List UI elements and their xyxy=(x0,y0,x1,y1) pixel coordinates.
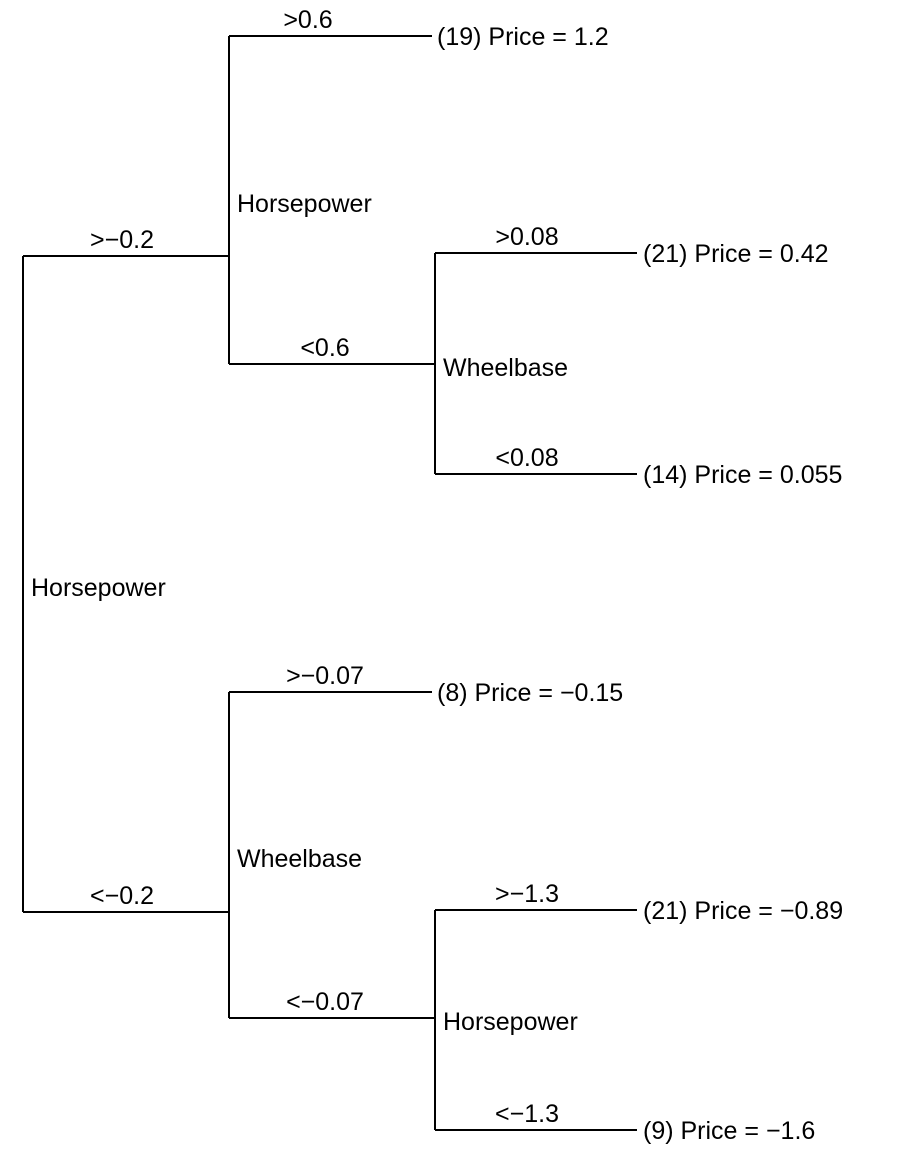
edge-label-l1u-lower: <0.6 xyxy=(300,334,349,362)
node-label-root: Horsepower xyxy=(31,574,166,602)
node-label-l1-lower: Wheelbase xyxy=(237,845,362,873)
leaf-node-label[interactable]: (19) Price = 1.2 xyxy=(437,23,609,51)
edge-label-l2u-upper: >0.08 xyxy=(495,223,558,251)
edge-label-l1l-upper: >−0.07 xyxy=(286,662,364,690)
leaf-node-label[interactable]: (8) Price = −0.15 xyxy=(437,679,623,707)
leaf-node-label[interactable]: (14) Price = 0.055 xyxy=(643,461,842,489)
node-l1-lower-wheelbase[interactable]: Wheelbase >−0.07 <−0.07 xyxy=(228,662,435,1019)
node-label-l1-upper: Horsepower xyxy=(237,190,372,218)
edge-label-l2l-lower: <−1.3 xyxy=(495,1100,559,1128)
leaf-labels-group: (19) Price = 1.2 (21) Price = 0.42 (14) … xyxy=(437,23,843,1145)
node-label-l2-upper: Wheelbase xyxy=(443,354,568,382)
leaf-node-label[interactable]: (9) Price = −1.6 xyxy=(643,1117,815,1145)
edge-label-l2u-lower: <0.08 xyxy=(495,444,558,472)
edge-label-l2l-upper: >−1.3 xyxy=(495,880,559,908)
edge-label-l1u-upper: >0.6 xyxy=(283,6,332,34)
leaf-node-label[interactable]: (21) Price = 0.42 xyxy=(643,240,829,268)
leaf-node-label[interactable]: (21) Price = −0.89 xyxy=(643,897,843,925)
node-root-horsepower[interactable]: Horsepower >−0.2 <−0.2 xyxy=(22,226,229,913)
edge-label-root-upper: >−0.2 xyxy=(90,226,154,254)
node-l2-lower-horsepower[interactable]: Horsepower >−1.3 <−1.3 xyxy=(434,880,637,1131)
edge-label-root-lower: <−0.2 xyxy=(90,882,154,910)
node-l1-upper-horsepower[interactable]: Horsepower >0.6 <0.6 xyxy=(228,6,435,365)
node-l2-upper-wheelbase[interactable]: Wheelbase >0.08 <0.08 xyxy=(434,223,637,475)
edge-label-l1l-lower: <−0.07 xyxy=(286,988,364,1016)
node-label-l2-lower: Horsepower xyxy=(443,1008,578,1036)
